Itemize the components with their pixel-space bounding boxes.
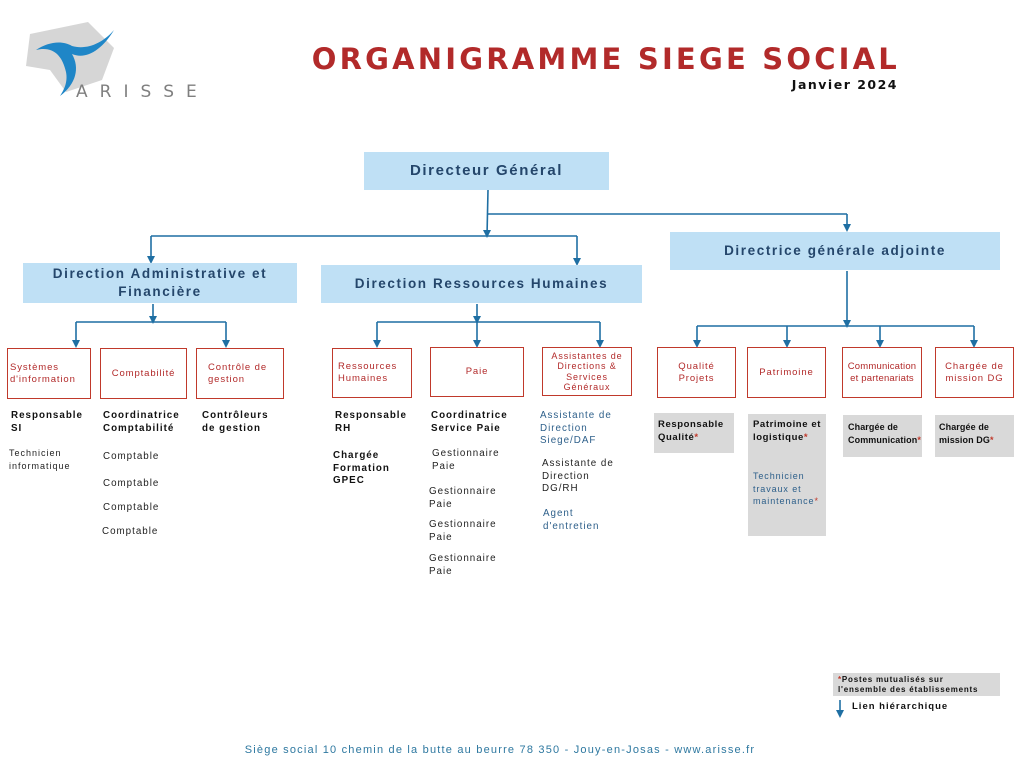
page-date: Janvier 2024 [791,77,898,92]
legend-shared-posts: *Postes mutualisés sur l'ensemble des ét… [833,673,1000,696]
drh-direction-box: Direction Ressources Humaines [321,265,642,303]
staff-responsable-rh: Responsable RH [335,410,407,434]
footer-address: Siège social 10 chemin de la butte au be… [244,744,756,756]
unit-paie: Paie [430,347,524,397]
deputy-ceo-box: Directrice générale adjointe [670,232,1000,270]
staff-chargee-formation-gpec: Chargée Formation GPEC [333,450,390,486]
unit-controle-gestion: Contrôle de gestion [196,348,284,399]
staff-coordinatrice-comptabilite: Coordinatrice Comptabilité [103,410,180,434]
staff-technicien-travaux: Technicien travaux et maintenance [753,471,815,506]
unit-mission-dg: Chargée de mission DG [935,347,1014,398]
staff-responsable-si: Responsable SI [11,410,83,434]
shared-chargee-mission-dg: Chargée de mission DG* [935,415,1014,457]
shared-marker: * [917,434,921,445]
staff-gestionnaire-paie-1: Gestionnaire Paie [432,448,500,472]
staff-comptable-1: Comptable [103,451,160,462]
staff-patrimoine-logistique: Patrimoine et logistique [753,419,821,443]
unit-qualite-projets: Qualité Projets [657,347,736,398]
staff-gestionnaire-paie-2: Gestionnaire Paie [429,486,497,510]
legend-shared-text: Postes mutualisés sur l'ensemble des éta… [838,675,979,694]
legend-star: * [838,675,842,684]
unit-assistantes-directions: Assistantes de Directions & Services Gén… [542,347,632,396]
staff-gestionnaire-paie-3: Gestionnaire Paie [429,519,497,543]
unit-communication-partenariats: Communication et partenariats [842,347,922,398]
ceo-box: Directeur Général [364,152,609,190]
shared-marker: * [814,496,819,506]
unit-comptabilite: Comptabilité [100,348,187,399]
staff-assistante-dg-rh: Assistante de Direction DG/RH [542,458,614,494]
staff-chargee-communication: Chargée de Communication [848,422,918,445]
logo-wordmark: ARISSE [76,82,209,102]
unit-systemes-information: Systèmes d'information [7,348,91,399]
shared-marker: * [803,431,809,443]
unit-ressources-humaines: Ressources Humaines [332,348,412,398]
shared-chargee-communication: Chargée de Communication* [843,415,922,457]
staff-comptable-3: Comptable [103,502,160,513]
staff-comptable-2: Comptable [103,478,160,489]
unit-patrimoine: Patrimoine [747,347,826,398]
shared-marker: * [694,431,699,443]
staff-assistante-siege-daf: Assistante de Direction Siege/DAF [540,410,612,446]
staff-agent-entretien: Agent d'entretien [543,508,600,532]
page-title: ORGANIGRAMME SIEGE SOCIAL [311,42,900,76]
daf-direction-box: Direction Administrative et Financière [23,263,297,303]
arisse-logo [26,22,114,96]
staff-gestionnaire-paie-4: Gestionnaire Paie [429,553,497,577]
logo-blue-shape [36,30,114,96]
shared-patrimoine-block: Patrimoine et logistique* Technicien tra… [748,414,826,536]
staff-responsable-qualite: Responsable Qualité [658,419,724,443]
shared-responsable-qualite: Responsable Qualité* [654,413,734,453]
staff-comptable-4: Comptable [102,526,159,537]
shared-marker: * [990,434,994,445]
staff-controleurs-gestion: Contrôleurs de gestion [202,410,269,434]
staff-technicien-informatique: Technicien informatique [9,448,71,471]
staff-chargee-mission-dg: Chargée de mission DG [939,422,991,445]
staff-coordinatrice-paie: Coordinatrice Service Paie [431,410,508,434]
legend-hierarchical-link: Lien hiérarchique [852,701,949,712]
